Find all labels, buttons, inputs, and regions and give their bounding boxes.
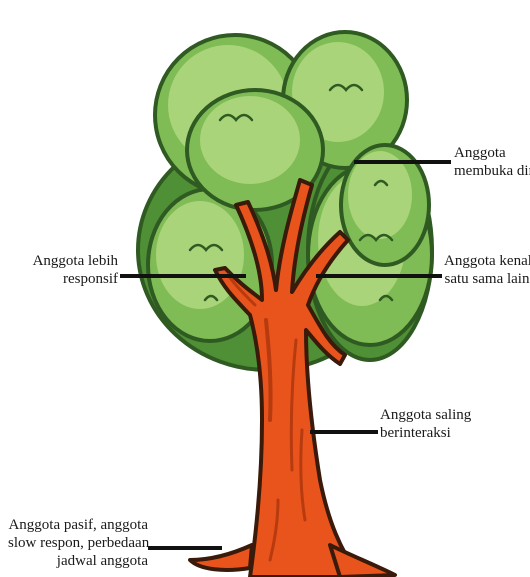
label-line: responsif — [32, 270, 118, 288]
label-line: Anggota kenal — [444, 252, 530, 270]
label-responsive: Anggota lebih responsif — [32, 252, 118, 288]
label-open-up: Anggota membuka diri — [454, 144, 530, 180]
label-passive: Anggota pasif, anggota slow respon, perb… — [8, 516, 148, 570]
label-line: Anggota — [454, 144, 530, 162]
label-line: membuka diri — [454, 162, 530, 180]
label-line: Anggota pasif, anggota — [8, 516, 148, 534]
label-line: satu sama lain — [444, 270, 530, 288]
label-line: jadwal anggota — [8, 552, 148, 570]
label-line: Anggota saling — [380, 406, 471, 424]
label-know-each-other: Anggota kenal satu sama lain — [444, 252, 530, 288]
label-line: slow respon, perbedaan — [8, 534, 148, 552]
label-interact: Anggota saling berinteraksi — [380, 406, 471, 442]
label-line: Anggota lebih — [32, 252, 118, 270]
label-line: berinteraksi — [380, 424, 471, 442]
